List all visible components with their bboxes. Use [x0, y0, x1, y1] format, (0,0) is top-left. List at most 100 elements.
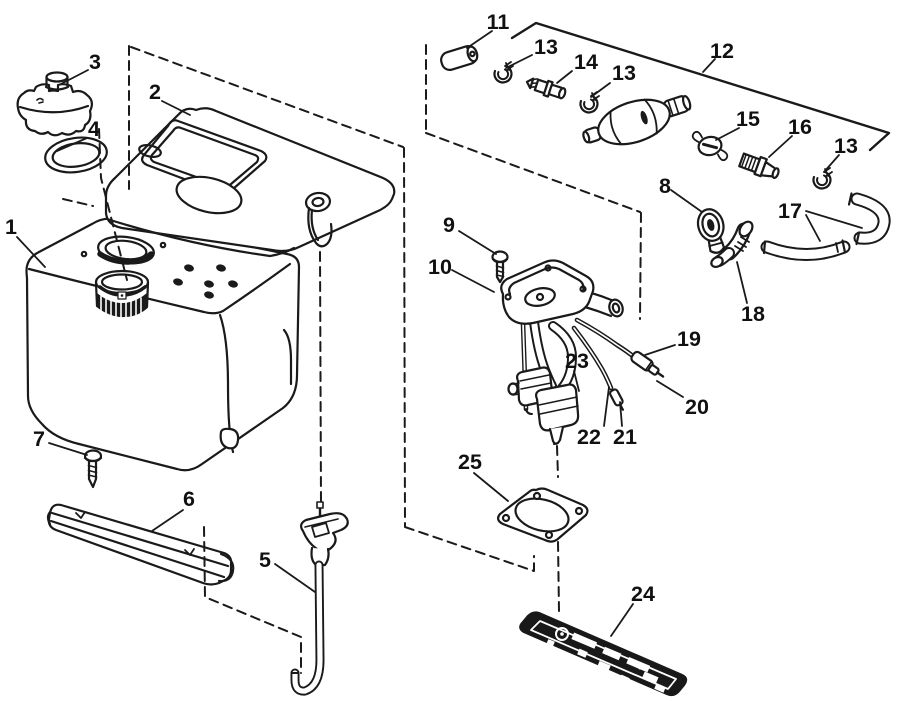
- bracket-notch: [75, 511, 86, 519]
- callout-leader-line: [715, 127, 740, 141]
- callout-leader-line: [644, 344, 676, 356]
- pickup-tube-inner: [292, 562, 323, 694]
- cover-side-wall: [105, 217, 296, 258]
- callout-leader-line: [656, 380, 684, 398]
- bracket-channel-line: [49, 519, 226, 579]
- callout-leader-line: [458, 230, 497, 255]
- tank-filler-neck: [94, 269, 150, 318]
- bracket-notch: [184, 548, 195, 556]
- part-primer-bulb: [582, 94, 692, 146]
- cover-strap: [307, 206, 333, 248]
- assembly-filter: [507, 366, 580, 445]
- callout-leader-line: [151, 509, 184, 532]
- callout-leader-line: [60, 69, 89, 85]
- part-hose-lower: [760, 239, 851, 261]
- callout-label-18: 18: [741, 302, 765, 326]
- cover-grommet-ring: [304, 191, 332, 213]
- callout-label-17: 17: [778, 199, 802, 223]
- callout-leader-line: [823, 154, 840, 173]
- cap-equator: [18, 104, 90, 114]
- callout-leader-line: [56, 137, 88, 152]
- callout-leader-line: [805, 214, 821, 242]
- callout-label-2: 2: [149, 80, 161, 104]
- tank-filler-opening-shade: [97, 251, 154, 265]
- callout-leader-line: [161, 100, 191, 116]
- part-spring-clamp-1: [493, 61, 514, 84]
- pickup-pin-top: [316, 501, 324, 509]
- callout-label-5: 5: [259, 548, 271, 572]
- dash-gasket-to-plate: [557, 541, 560, 612]
- callout-leader-line: [590, 82, 611, 98]
- callout-leader-line: [603, 386, 610, 427]
- horn-open-end: [608, 298, 624, 318]
- callout-leader-line: [274, 563, 316, 593]
- callout-leader-line: [805, 210, 863, 229]
- dash-bracket-to-hook: [203, 526, 302, 674]
- callout-leader-line: [670, 189, 703, 213]
- callout-leader-line: [505, 54, 533, 69]
- part-fuel-connector: [696, 208, 726, 254]
- cap-mark: [36, 97, 44, 104]
- part-elbow-fitting: [710, 220, 754, 269]
- cover-grommet-hole: [311, 196, 325, 208]
- assembly-cap-inner: [508, 266, 585, 296]
- bracket-end-hook: [217, 552, 235, 583]
- bracket-end-cap: [46, 510, 52, 526]
- tank-pilot-hole: [80, 250, 88, 258]
- dash-filter-to-gasket: [556, 445, 559, 478]
- callout-leader-line: [48, 442, 88, 456]
- part-mounting-bracket: [46, 503, 235, 586]
- plate-graphics: [546, 627, 666, 693]
- dash-cover-zone-bottom: [404, 526, 535, 572]
- part-oil-tank: [25, 217, 301, 472]
- part-pickup-tube: [290, 501, 349, 696]
- callout-leader-line: [16, 236, 46, 268]
- callout-label-6: 6: [183, 487, 195, 511]
- callout-label-21: 21: [613, 425, 637, 449]
- elbow-ribs: [734, 236, 750, 252]
- callout-label-23: 23: [565, 349, 589, 373]
- part-filler-cap: [16, 71, 94, 137]
- dash-gasket-projection: [62, 198, 94, 207]
- callout-label-12: 12: [710, 39, 734, 63]
- callout-leader-line: [610, 603, 634, 637]
- dash-cover-zone-top: [130, 46, 404, 148]
- assembly-rod-foot: [525, 408, 533, 415]
- dash-cap-to-tank: [98, 128, 128, 281]
- callout-leader-line: [768, 135, 793, 158]
- bracket-flange-line: [50, 511, 230, 568]
- callout-leader-line: [466, 30, 493, 49]
- part-mount-gasket: [496, 487, 589, 543]
- callout-leader-line: [473, 472, 509, 502]
- callout-label-7: 7: [33, 427, 45, 451]
- callout-label-20: 20: [685, 395, 709, 419]
- part-inline-fitting: [525, 77, 567, 100]
- assembly-cap-boss: [524, 287, 556, 307]
- callout-label-22: 22: [577, 425, 601, 449]
- callout-label-8: 8: [659, 174, 671, 198]
- tank-filler-opening-inner: [104, 239, 148, 261]
- callout-label-15: 15: [736, 107, 760, 131]
- tank-pilot-hole: [159, 241, 167, 249]
- callout-label-13: 13: [534, 35, 558, 59]
- callout-label-13: 13: [834, 134, 858, 158]
- cover-filler-hole: [175, 175, 243, 215]
- callout-label-11: 11: [487, 10, 510, 34]
- callout-label-1: 1: [5, 215, 17, 239]
- callout-label-13: 13: [612, 61, 636, 85]
- callout-label-24: 24: [631, 582, 655, 606]
- callout-label-9: 9: [443, 213, 455, 237]
- part-wing-clamp: [691, 130, 729, 162]
- wire-connector-19: [630, 350, 665, 378]
- part-label-plate: [519, 611, 688, 697]
- tank-vent-holes: [173, 264, 238, 299]
- tank-foot-tab: [219, 427, 240, 450]
- cover-small-hole: [138, 143, 162, 159]
- part-threaded-fitting: [738, 152, 780, 179]
- pickup-handle-detail: [311, 522, 330, 538]
- tank-top-front-edge: [27, 262, 292, 315]
- callout-leader-line: [451, 269, 495, 293]
